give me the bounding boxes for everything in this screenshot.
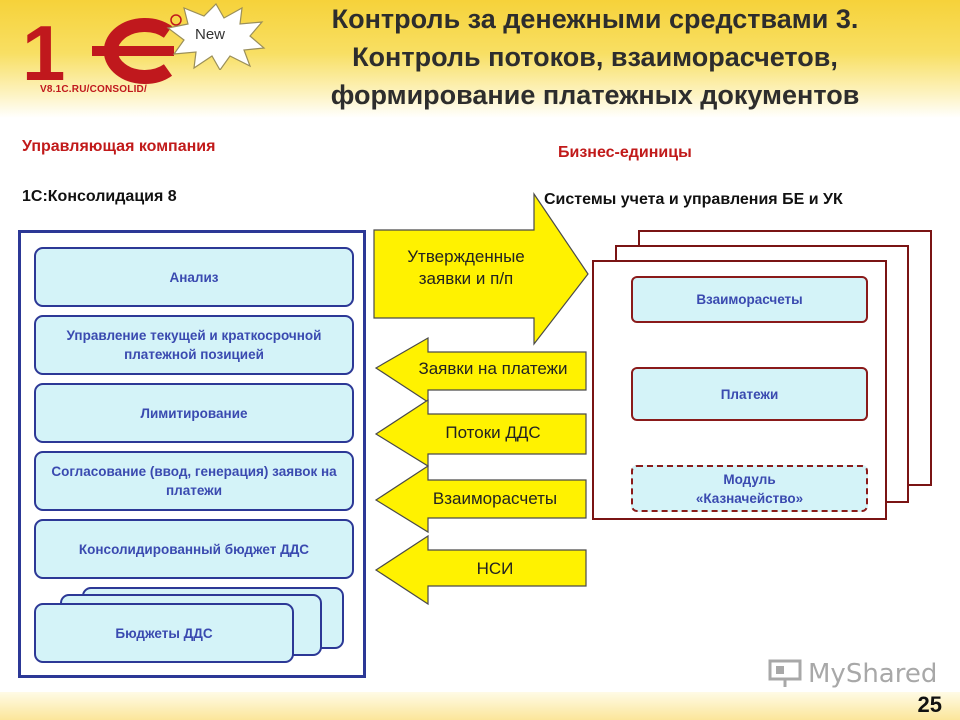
watermark-text: MyShared [808,659,938,689]
module-consolidated-budget: Консолидированный бюджет ДДС [34,519,354,579]
title-line-1: Контроль за денежными средствами 3. [331,4,859,34]
svg-text:1: 1 [22,12,65,90]
arrow-settlements [374,464,587,534]
arrow-label-payment-requests: Заявки на платежи [418,359,568,378]
be-module-payments: Платежи [631,367,868,421]
left-heading: Управляющая компания [22,138,216,155]
arrow-payment-requests [374,336,587,404]
1c-logo: 1 [18,12,183,102]
title-line-3: формирование платежных документов [330,80,860,110]
footer-band [0,692,960,720]
right-system: Системы учета и управления БЕ и УК [544,191,843,208]
flow-arrows [373,192,589,606]
arrow-cash-flows [374,398,587,468]
module-analysis: Анализ [34,247,354,307]
page-number: 25 [917,692,942,717]
arrow-label-approved: Утвержденные заявки и п/п [407,247,525,288]
right-heading: Бизнес-единицы [558,144,692,161]
left-system: 1С:Консолидация 8 [22,188,177,205]
management-company-frame [18,230,366,678]
logo-caption: V8.1C.RU/CONSOLID/ [40,84,147,95]
slide-title: Контроль за денежными средствами 3. Конт… [250,0,940,114]
module-limiting: Лимитирование [34,383,354,443]
new-badge-label: New [194,26,225,43]
arrow-approved-requests [373,192,589,346]
title-line-2: Контроль потоков, взаиморасчетов, [352,42,838,72]
be-module-treasury: Модуль «Казначейство» [631,465,868,512]
arrow-label-settlements: Взаиморасчеты [432,489,558,508]
watermark: MyShared [768,656,938,692]
be-module-settlements: Взаиморасчеты [631,276,868,323]
presentation-icon [768,659,802,687]
header-band [0,0,960,118]
module-approval: Согласование (ввод, генерация) заявок на… [34,451,354,511]
arrow-reference-data [374,534,587,606]
module-cash-budgets: Бюджеты ДДС [34,603,294,663]
new-badge-starburst [166,3,266,70]
arrow-label-cash-flows: Потоки ДДС [445,423,541,442]
arrow-label-reference-data: НСИ [476,559,514,578]
module-payment-position: Управление текущей и краткосрочной плате… [34,315,354,375]
